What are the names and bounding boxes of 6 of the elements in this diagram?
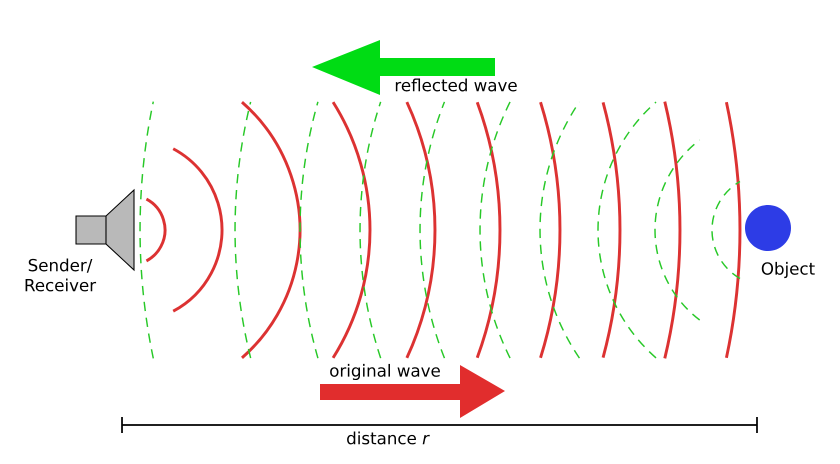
node-label: Sender/ Receiver xyxy=(26,258,96,292)
object-circle xyxy=(745,205,791,251)
text-label: distance r xyxy=(347,432,430,444)
text-label: reflected wave xyxy=(396,78,517,92)
node-label: Object xyxy=(762,262,815,278)
text-label: original wave xyxy=(330,364,440,380)
